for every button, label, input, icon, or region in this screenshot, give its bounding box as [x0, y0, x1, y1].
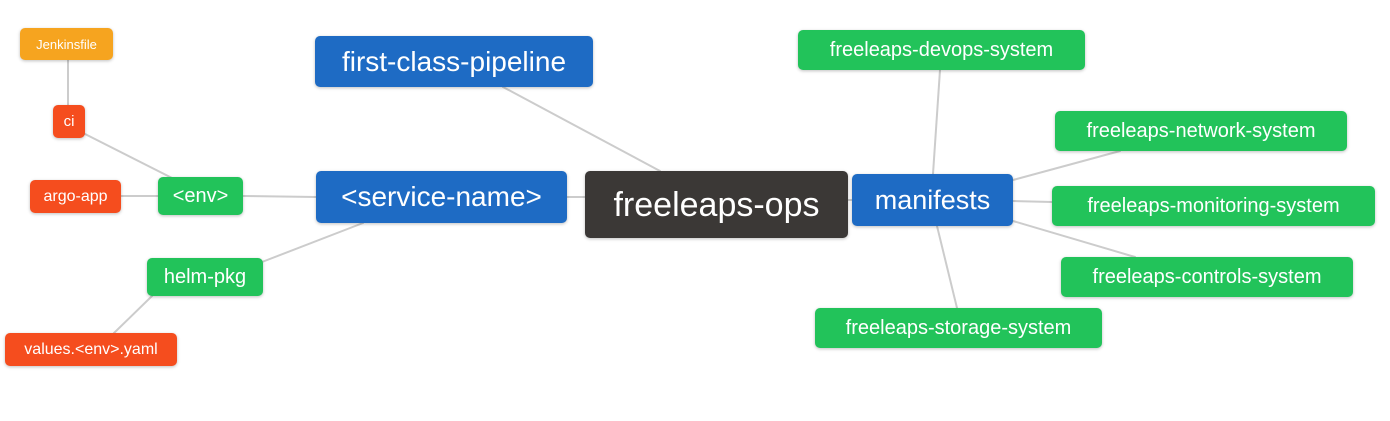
node-label: argo-app — [43, 187, 108, 205]
edge-service-name-helm-pkg — [261, 222, 364, 263]
edge-env-service-name — [242, 195, 317, 198]
node-argo-app[interactable]: argo-app — [30, 180, 121, 213]
node-label: freeleaps-devops-system — [829, 39, 1054, 61]
node-manifests[interactable]: manifests — [852, 174, 1013, 226]
node-label: <service-name> — [341, 181, 542, 212]
edge-manifests-network — [1012, 150, 1121, 181]
node-label: first-class-pipeline — [341, 45, 567, 77]
edge-manifests-devops — [932, 69, 941, 175]
node-label: freeleaps-ops — [613, 185, 820, 224]
node-helm-pkg[interactable]: helm-pkg — [147, 258, 263, 296]
edge-manifests-storage — [936, 225, 958, 309]
node-freeleaps-devops-system[interactable]: freeleaps-devops-system — [798, 30, 1085, 70]
node-freeleaps-monitoring-system[interactable]: freeleaps-monitoring-system — [1052, 186, 1375, 226]
node-label: <env> — [172, 185, 229, 207]
node-label: freeleaps-storage-system — [845, 317, 1072, 339]
edge-helm-pkg-values — [113, 295, 153, 334]
node-label: freeleaps-network-system — [1086, 120, 1316, 142]
node-values-env-yaml[interactable]: values.<env>.yaml — [5, 333, 177, 366]
edge-pipeline-ops — [502, 86, 661, 172]
node-label: values.<env>.yaml — [24, 340, 158, 358]
node-label: manifests — [874, 184, 991, 215]
node-ci[interactable]: ci — [53, 105, 85, 138]
node-label: ci — [63, 113, 75, 130]
node-first-class-pipeline[interactable]: first-class-pipeline — [315, 36, 593, 87]
node-freeleaps-storage-system[interactable]: freeleaps-storage-system — [815, 308, 1102, 348]
node-freeleaps-controls-system[interactable]: freeleaps-controls-system — [1061, 257, 1353, 297]
node-label: freeleaps-controls-system — [1092, 266, 1322, 288]
node-freeleaps-ops[interactable]: freeleaps-ops — [585, 171, 848, 238]
node-freeleaps-network-system[interactable]: freeleaps-network-system — [1055, 111, 1347, 151]
node-label: Jenkinsfile — [36, 36, 97, 52]
node-service-name[interactable]: <service-name> — [316, 171, 567, 223]
edge-manifests-controls — [1012, 220, 1136, 258]
node-label: freeleaps-monitoring-system — [1087, 195, 1340, 217]
edge-ci-env — [84, 133, 173, 179]
node-jenkinsfile[interactable]: Jenkinsfile — [20, 28, 113, 60]
node-env[interactable]: <env> — [158, 177, 243, 215]
edge-manifests-monitoring — [1012, 200, 1053, 203]
node-label: helm-pkg — [163, 266, 247, 288]
